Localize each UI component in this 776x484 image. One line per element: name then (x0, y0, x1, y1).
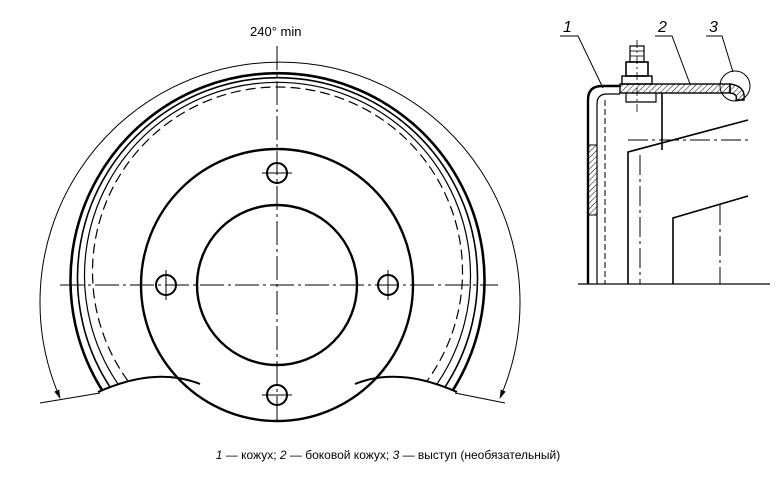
callout-1: 1 (563, 19, 572, 36)
bolt-under-plate (625, 93, 657, 103)
caption-num-2: 2 (279, 448, 287, 462)
callout-2: 2 (657, 19, 667, 36)
wheel-profile (627, 119, 749, 284)
leader-2 (655, 35, 691, 85)
caption-text-2: — боковой кожух; (286, 448, 393, 462)
guard-inner-arc (76, 76, 479, 388)
angle-label: 240° min (250, 24, 301, 39)
extension-line-right (454, 392, 506, 404)
guard-wall-inner (596, 93, 620, 284)
guard-lip (729, 83, 745, 101)
caption-num-3: 3 (392, 448, 400, 462)
side-guard-plate (619, 83, 731, 94)
section-view (560, 35, 770, 285)
guard-wall-hatch (587, 144, 598, 216)
extension-line-left (39, 392, 101, 404)
caption-text-3: — выступ (необязательный) (399, 448, 561, 462)
guard-bottom-edge (97, 375, 458, 393)
wheel-step (672, 195, 749, 284)
callout-3: 3 (709, 19, 718, 36)
caption-num-1: 1 (215, 448, 223, 462)
detail-circle (719, 70, 751, 102)
leader-1 (560, 35, 604, 89)
front-view (39, 46, 521, 423)
caption-text-1: — кожух; (222, 448, 280, 462)
guard-outer-arc (69, 71, 486, 391)
angle-dimension-arc (39, 61, 521, 399)
figure-caption: 1 — кожух; 2 — боковой кожух; 3 — выступ… (0, 448, 776, 462)
leader-3 (706, 35, 734, 73)
